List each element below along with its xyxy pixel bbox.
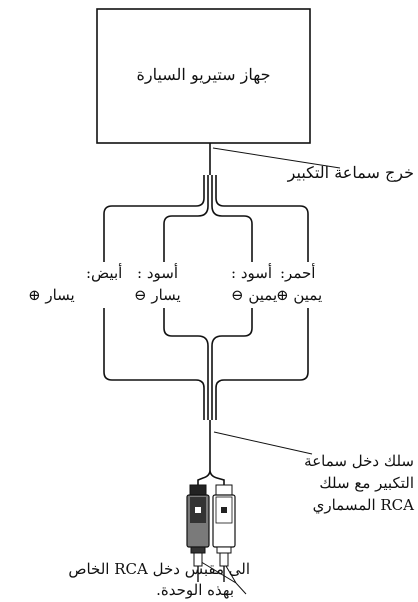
wire-label-black-right-color: أسود : [231,264,272,282]
wire-label-red-side: يمين ⊕ [276,286,323,304]
speaker-output-leader [212,147,341,169]
head-unit-box [96,8,311,144]
head-unit-label: جهاز ستيريو السيارة [136,65,271,84]
wire-label-black-right-side: يمين ⊖ [231,286,278,304]
rca-input-label-line-2: بهذه الوحدة. [156,581,234,599]
wire-label-black-left-color: أسود : [137,264,178,282]
rca-pins-leader [197,559,247,595]
input-cable-label-line-3: RCA المسماري [312,496,414,514]
rca-plug-black [186,484,210,582]
wire-label-white-color: أبيض: [86,264,123,282]
rca-input-label-line-1: الى مقبس دخل RCA الخاص [68,560,250,578]
wire-label-white-side: يسار ⊕ [28,286,75,304]
input-cable-label-line-1: سلك دخل سماعة [304,452,414,470]
wire-label-red-color: أحمر: [280,264,316,282]
speaker-output-label: خرج سماعة التكبير [287,163,414,182]
input-cable-label-line-2: التكبير مع سلك [319,474,414,492]
rca-plug-white [212,484,236,582]
wire-label-black-left-side: يسار ⊖ [134,286,181,304]
cable-split [197,469,225,485]
input-cable-leader [213,431,313,455]
